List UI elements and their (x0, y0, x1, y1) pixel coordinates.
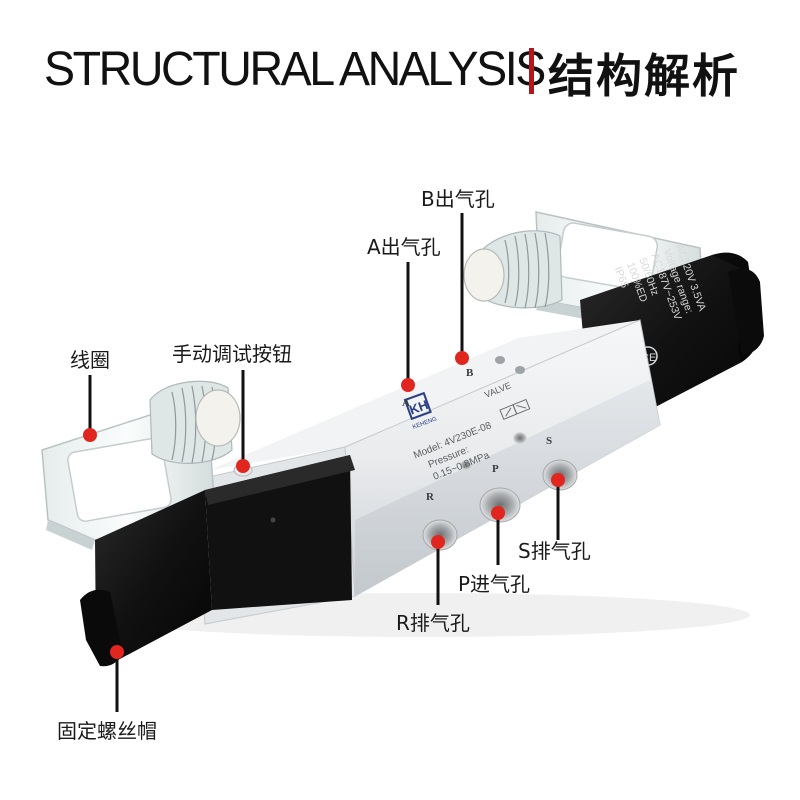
marker-s-exhaust (551, 473, 565, 487)
label-fixing-cap: 固定螺丝帽 (57, 719, 157, 743)
label-r-exhaust: R排气孔 (396, 611, 470, 635)
port-letter-a: A (402, 397, 410, 409)
label-s-exhaust: S排气孔 (518, 539, 591, 563)
marker-manual-button (236, 459, 250, 473)
markers (83, 351, 565, 659)
marker-a-port (401, 378, 415, 392)
marker-p-inlet (491, 506, 505, 520)
port-p-hole (479, 487, 521, 523)
label-b-port: B出气孔 (421, 187, 495, 211)
right-cable-gland (463, 230, 563, 309)
left-coil (80, 455, 355, 667)
label-p-inlet: P进气孔 (458, 572, 531, 596)
title-english: STRUCTURAL ANALYSIS (44, 43, 546, 96)
header: STRUCTURAL ANALYSIS 结构解析 (0, 30, 800, 110)
leader-lines (88, 213, 560, 712)
brand-mark: KH (407, 397, 430, 418)
label-manual-button: 手动调试按钮 (172, 342, 292, 366)
marker-coil (83, 428, 97, 442)
label-coil: 线圈 (70, 348, 110, 372)
valve-symbol (499, 398, 531, 420)
port-letter-r: R (426, 491, 435, 503)
title-chinese: 结构解析 (548, 49, 740, 103)
port-letter-s: S (546, 435, 552, 447)
marker-fixing-cap (110, 645, 124, 659)
marker-r-exhaust (431, 535, 445, 549)
marker-b-port (455, 351, 469, 365)
left-cable-gland (149, 380, 241, 464)
port-letter-b: B (466, 367, 474, 379)
label-a-port: A出气孔 (367, 235, 441, 259)
title-divider (529, 48, 534, 94)
port-letter-p: P (492, 463, 499, 475)
